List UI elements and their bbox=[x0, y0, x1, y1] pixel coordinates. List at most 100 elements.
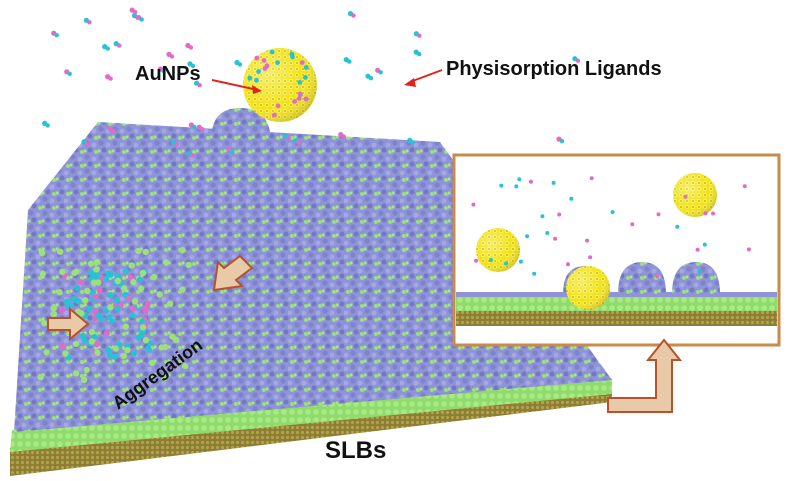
ligand-dot bbox=[161, 374, 168, 382]
ligand-dot bbox=[93, 258, 101, 265]
ligand-dot bbox=[410, 140, 415, 145]
ligand-dot bbox=[136, 276, 143, 283]
ligand-dot bbox=[588, 255, 593, 260]
ligand-dot bbox=[190, 153, 195, 158]
ligand-dot bbox=[139, 269, 147, 277]
ligand-dot bbox=[499, 183, 504, 188]
ligand-dot bbox=[553, 236, 558, 241]
ligand-dot bbox=[702, 242, 707, 247]
ligand-dot bbox=[73, 268, 80, 275]
ligand-dot bbox=[72, 340, 80, 348]
ligand-dot bbox=[130, 279, 137, 286]
substrate-edge bbox=[10, 392, 612, 476]
ligand-dot bbox=[540, 214, 545, 219]
ligand-dot bbox=[150, 273, 158, 281]
ligand-dot bbox=[124, 347, 131, 354]
slbs-label: SLBs bbox=[325, 437, 386, 464]
ligand-dot bbox=[161, 68, 166, 74]
ligand-dot bbox=[269, 49, 275, 55]
ligand-dot bbox=[56, 248, 64, 255]
lipid-tail-edge bbox=[10, 378, 612, 452]
ligand-dot bbox=[105, 46, 110, 51]
ligand-dot bbox=[78, 310, 85, 317]
ligand-dot bbox=[77, 279, 84, 286]
aunps-pointer bbox=[211, 79, 259, 91]
ligands-label: Physisorption Ligands bbox=[446, 58, 662, 80]
ligand-dot bbox=[264, 63, 270, 69]
ligand-dot bbox=[162, 259, 170, 266]
inset-substrate bbox=[456, 310, 777, 326]
ligand-dot bbox=[290, 54, 295, 60]
ligand-dot bbox=[87, 20, 92, 25]
ligand-dot bbox=[378, 70, 383, 75]
ligand-dot bbox=[142, 307, 149, 314]
ligand-dot bbox=[197, 83, 202, 88]
ligand-dot bbox=[532, 271, 537, 276]
ligand-dot bbox=[254, 77, 259, 83]
ligand-dot bbox=[247, 75, 253, 81]
ligand-aggregation-patch bbox=[37, 247, 192, 383]
ligands-pointer bbox=[409, 69, 443, 83]
ligand-dot bbox=[551, 180, 556, 185]
ligand-dot bbox=[630, 222, 635, 227]
ligand-dot bbox=[111, 353, 118, 360]
membrane-bump bbox=[212, 108, 270, 132]
ligand-dot bbox=[254, 55, 260, 61]
ligand-dot bbox=[107, 271, 114, 278]
ligand-dot bbox=[272, 112, 277, 118]
ligand-dot bbox=[566, 262, 570, 267]
ligand-dot bbox=[86, 305, 93, 312]
ligand-dot bbox=[81, 337, 88, 344]
ligand-dot bbox=[38, 249, 46, 257]
ligand-dot bbox=[192, 124, 197, 130]
ligand-dot bbox=[114, 305, 121, 312]
ligand-dot bbox=[200, 127, 205, 132]
ligand-dot bbox=[559, 138, 565, 144]
ligand-dot bbox=[746, 247, 751, 252]
ligand-dot bbox=[142, 336, 150, 344]
ligand-dot bbox=[96, 287, 103, 294]
ligand-dot bbox=[110, 128, 116, 134]
gold-nanoparticle-icon bbox=[243, 48, 317, 122]
ligand-dot bbox=[135, 334, 142, 341]
ligand-dot bbox=[148, 359, 156, 367]
ligand-dot bbox=[45, 123, 50, 128]
ligand-dot bbox=[133, 9, 138, 15]
ligand-dot bbox=[37, 374, 44, 381]
ligand-dot bbox=[106, 351, 113, 358]
ligand-dot bbox=[120, 352, 128, 360]
ligand-dot bbox=[84, 287, 91, 295]
ligand-dot bbox=[275, 103, 281, 109]
ligand-dot bbox=[87, 269, 94, 276]
side-view-inset bbox=[452, 153, 781, 347]
ligand-dot bbox=[129, 305, 136, 312]
ligand-dot bbox=[103, 275, 110, 282]
ligand-dot bbox=[368, 76, 374, 81]
ligand-dot bbox=[162, 343, 169, 351]
ligand-dot bbox=[98, 316, 105, 323]
ligand-dot bbox=[261, 58, 267, 63]
ligand-dot bbox=[347, 59, 352, 64]
ligand-dot bbox=[575, 58, 581, 63]
ligand-dot bbox=[107, 304, 114, 311]
nanoparticle-ligands bbox=[247, 49, 309, 118]
ligand-dot bbox=[114, 272, 121, 279]
ligand-dot bbox=[102, 308, 109, 315]
ligand-dot bbox=[697, 269, 702, 274]
ligand-dot bbox=[488, 258, 493, 262]
ligand-dot bbox=[105, 347, 112, 354]
ligand-dot bbox=[610, 210, 615, 215]
ligand-dot bbox=[237, 62, 243, 67]
ligand-dot bbox=[504, 261, 509, 266]
ligand-dot bbox=[545, 231, 550, 235]
ligand-dot bbox=[98, 274, 105, 281]
ligand-dot bbox=[292, 99, 297, 104]
ligand-dot bbox=[303, 75, 308, 80]
ligand-dot bbox=[703, 211, 708, 216]
ligand-dot bbox=[695, 247, 700, 252]
ligand-dot bbox=[139, 324, 147, 331]
ligand-dot bbox=[121, 285, 128, 292]
ligand-dot bbox=[142, 248, 149, 256]
